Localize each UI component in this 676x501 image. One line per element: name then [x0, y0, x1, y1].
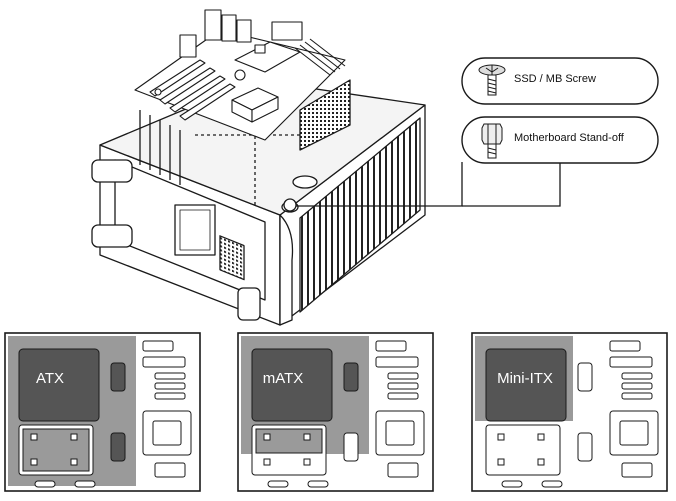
tray-atx-label: ATX	[35, 370, 65, 387]
tray-matx-label: mATX	[262, 370, 304, 387]
rear-io	[179, 9, 303, 58]
case-side-vents	[299, 117, 421, 313]
case-mesh-panel	[219, 235, 245, 281]
motherboard-illustration	[134, 9, 346, 141]
tray-miniitx-label: Mini-ITX	[497, 370, 553, 387]
case-mesh-top	[299, 79, 351, 151]
case-front-edge	[279, 214, 294, 326]
case-foot-rear	[237, 287, 261, 321]
case-foot-left	[91, 224, 133, 248]
tray-miniitx	[471, 332, 668, 492]
tray-atx	[4, 332, 201, 492]
standoff-callout	[461, 116, 659, 164]
callout-leader-lines	[283, 162, 561, 212]
tray-atx-board	[18, 348, 100, 422]
screw-callout-label: SSD / MB Screw	[514, 73, 596, 85]
standoff-icon	[481, 123, 503, 159]
ram-slots	[294, 38, 346, 76]
tray-matx-board	[251, 348, 333, 422]
screw-icon	[478, 64, 506, 96]
standoff-callout-label: Motherboard Stand-off	[514, 132, 624, 144]
screw-callout	[461, 57, 659, 105]
tray-matx	[237, 332, 434, 492]
case-foot-front	[91, 159, 133, 183]
tray-miniitx-board	[485, 348, 567, 422]
pcie-slots	[149, 59, 236, 121]
